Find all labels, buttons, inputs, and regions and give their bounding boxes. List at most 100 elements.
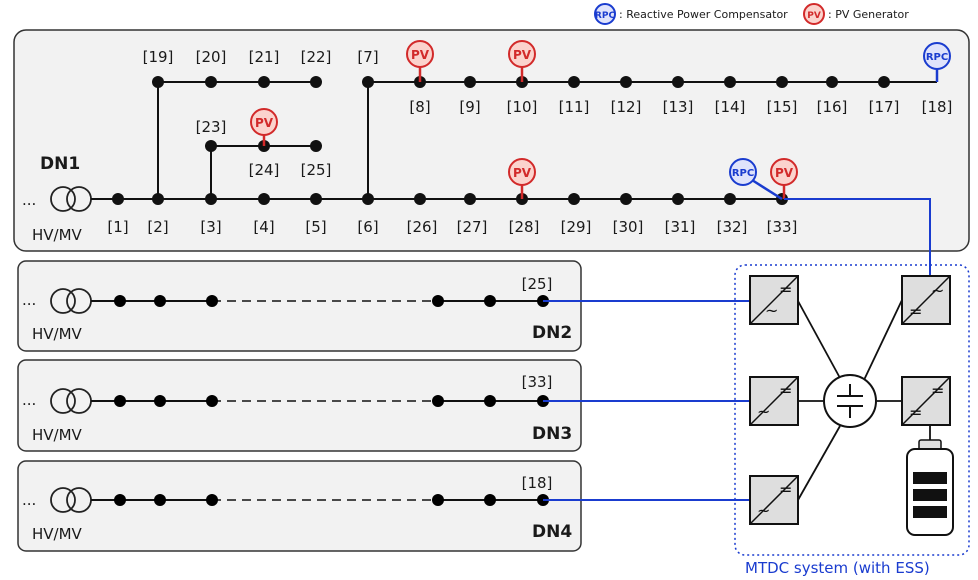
dn3-title: DN3	[532, 424, 572, 444]
svg-text:[12]: [12]	[611, 98, 642, 116]
svg-text:PV: PV	[513, 166, 532, 180]
svg-text:~: ~	[765, 301, 778, 320]
svg-text:=: =	[779, 280, 792, 299]
dn1-rpcs: RPC RPC	[729, 42, 951, 201]
svg-text:[6]: [6]	[357, 218, 378, 236]
pv-icon: PV	[406, 40, 434, 82]
dc-dc-converter-icon: = =	[901, 376, 951, 426]
svg-text:=: =	[779, 381, 792, 400]
svg-text:[15]: [15]	[767, 98, 798, 116]
dn1-main-bus-labels: [1] [2] [3] [4] [5] [6] [26] [27] [28] […	[107, 218, 797, 236]
mtdc-system: MTDC system (with ESS)	[543, 198, 970, 577]
converter-icon: ~ =	[749, 376, 799, 426]
svg-text:RPC: RPC	[926, 52, 948, 63]
svg-text:[24]: [24]	[249, 161, 280, 179]
legend-pv-badge: PV	[807, 11, 821, 21]
svg-text:...: ...	[22, 391, 36, 409]
dn1-upstream-dots: ...	[22, 191, 36, 209]
svg-text:=: =	[909, 302, 922, 321]
svg-text:...: ...	[22, 291, 36, 309]
dn1-branch-top-labels: [19] [20] [21] [22]	[143, 48, 332, 66]
svg-text:[33]: [33]	[767, 218, 798, 236]
battery-icon	[906, 439, 954, 536]
dn3-panel: ... HV/MV [33] DN3	[17, 359, 582, 452]
mtdc-dc-links	[797, 299, 931, 501]
dn2-panel: ... HV/MV [25] DN2	[17, 260, 582, 352]
dn4-panel: ... HV/MV [18] DN4	[17, 460, 582, 552]
dn2-title: DN2	[532, 323, 572, 343]
svg-text:PV: PV	[255, 116, 274, 130]
svg-text:[8]: [8]	[409, 98, 430, 116]
svg-text:=: =	[779, 480, 792, 499]
mtdc-label: MTDC system (with ESS)	[745, 559, 930, 577]
dn4-transformer-icon	[50, 487, 76, 513]
svg-text:~: ~	[757, 402, 770, 421]
rpc-icon: RPC	[923, 42, 951, 82]
svg-text:PV: PV	[411, 48, 430, 62]
dn1-pv-generators: PV PV PV PV PV	[250, 40, 798, 199]
svg-text:[31]: [31]	[665, 218, 696, 236]
svg-text:[3]: [3]	[200, 218, 221, 236]
pv-icon: PV	[770, 158, 798, 199]
svg-text:[28]: [28]	[509, 218, 540, 236]
svg-text:[21]: [21]	[249, 48, 280, 66]
svg-text:[9]: [9]	[459, 98, 480, 116]
dn3-transformer-icon	[50, 388, 76, 414]
svg-text:PV: PV	[775, 166, 794, 180]
rpc-icon: RPC	[729, 158, 783, 201]
svg-text:...: ...	[22, 491, 36, 509]
dc-capacitor-icon	[823, 374, 877, 428]
svg-text:[7]: [7]	[357, 48, 378, 66]
svg-text:[19]: [19]	[143, 48, 174, 66]
svg-text:~: ~	[931, 281, 944, 300]
svg-text:[25]: [25]	[301, 161, 332, 179]
svg-text:[23]: [23]	[196, 118, 227, 136]
dn3-end-bus-label: [33]	[522, 373, 553, 391]
svg-text:~: ~	[757, 501, 770, 520]
dn2-transformer-icon	[50, 288, 76, 314]
converter-icon: = ~	[901, 275, 951, 325]
legend-rpc-text: : Reactive Power Compensator	[619, 8, 788, 21]
svg-text:[27]: [27]	[457, 218, 488, 236]
svg-text:[2]: [2]	[147, 218, 168, 236]
svg-text:[30]: [30]	[613, 218, 644, 236]
mtdc-boundary	[734, 264, 970, 556]
legend-pv-icon	[803, 3, 825, 25]
svg-text:[17]: [17]	[869, 98, 900, 116]
legend-rpc-icon	[594, 3, 616, 25]
converter-icon: ~ =	[749, 275, 799, 325]
svg-text:[26]: [26]	[407, 218, 438, 236]
legend: RPC : Reactive Power Compensator PV : PV…	[594, 3, 909, 25]
svg-text:[10]: [10]	[507, 98, 538, 116]
dn4-transformer-label: HV/MV	[32, 525, 83, 543]
dn1-title: DN1	[40, 154, 80, 174]
svg-text:[16]: [16]	[817, 98, 848, 116]
dn1-upper-feeder-labels: [7] [8] [9] [10] [11] [12] [13] [14] [15…	[357, 48, 952, 116]
converter-icon: ~ =	[749, 475, 799, 525]
svg-text:[13]: [13]	[663, 98, 694, 116]
dn2-transformer-label: HV/MV	[32, 325, 83, 343]
dn1-branch-mid-labels: [23] [24] [25]	[196, 118, 332, 179]
svg-text:[1]: [1]	[107, 218, 128, 236]
pv-icon: PV	[508, 40, 536, 82]
svg-text:=: =	[909, 403, 922, 422]
dn3-transformer-label: HV/MV	[32, 426, 83, 444]
pv-icon: PV	[250, 108, 278, 146]
svg-text:PV: PV	[513, 48, 532, 62]
legend-rpc-badge: RPC	[595, 11, 616, 21]
svg-text:[18]: [18]	[922, 98, 953, 116]
svg-text:[22]: [22]	[301, 48, 332, 66]
svg-text:=: =	[931, 381, 944, 400]
dn1-transformer-icon	[50, 186, 76, 212]
dn2-end-bus-label: [25]	[522, 275, 553, 293]
pv-icon: PV	[508, 158, 536, 199]
svg-text:[14]: [14]	[715, 98, 746, 116]
svg-text:[20]: [20]	[196, 48, 227, 66]
dn4-title: DN4	[532, 522, 572, 542]
dn4-end-bus-label: [18]	[522, 474, 553, 492]
mtdc-ac-links	[543, 198, 931, 501]
svg-text:[4]: [4]	[253, 218, 274, 236]
svg-text:[32]: [32]	[717, 218, 748, 236]
svg-text:RPC: RPC	[732, 168, 754, 179]
